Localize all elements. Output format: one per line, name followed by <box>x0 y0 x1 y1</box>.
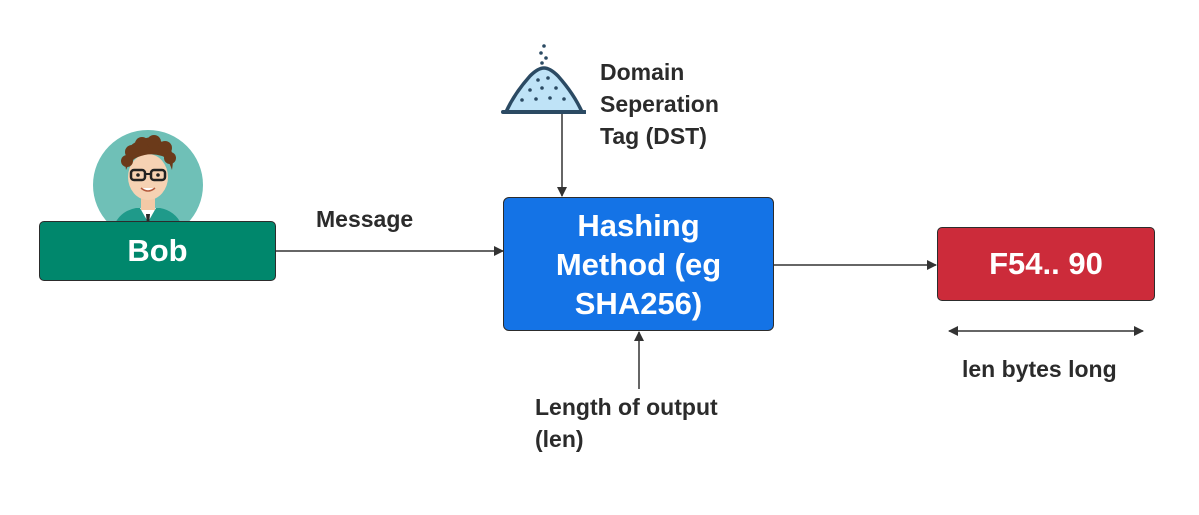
hashing-line3: SHA256) <box>574 285 703 321</box>
message-label: Message <box>316 206 414 232</box>
length-label-line2: (len) <box>535 426 584 452</box>
bob-label: Bob <box>127 233 188 268</box>
hashing-line2: Method (eg <box>555 246 722 282</box>
dst-label-line1: Domain <box>600 59 685 85</box>
salt-pile-icon <box>501 44 586 114</box>
hash-output-label: F54.. 90 <box>989 246 1103 281</box>
dst-label-line3: Tag (DST) <box>600 123 707 149</box>
avatar-icon <box>93 130 203 225</box>
hash-output-node: F54.. 90 <box>937 227 1155 301</box>
length-label: Length of output (len) <box>535 391 718 455</box>
hashing-line1: Hashing <box>577 207 700 243</box>
dst-label: Domain Seperation Tag (DST) <box>600 56 719 152</box>
length-label-line1: Length of output <box>535 394 718 420</box>
len-bytes-label: len bytes long <box>962 356 1117 382</box>
dst-label-line2: Seperation <box>600 91 719 117</box>
hashing-method-node: Hashing Method (eg SHA256) <box>503 197 774 331</box>
bob-node: Bob <box>39 221 276 281</box>
